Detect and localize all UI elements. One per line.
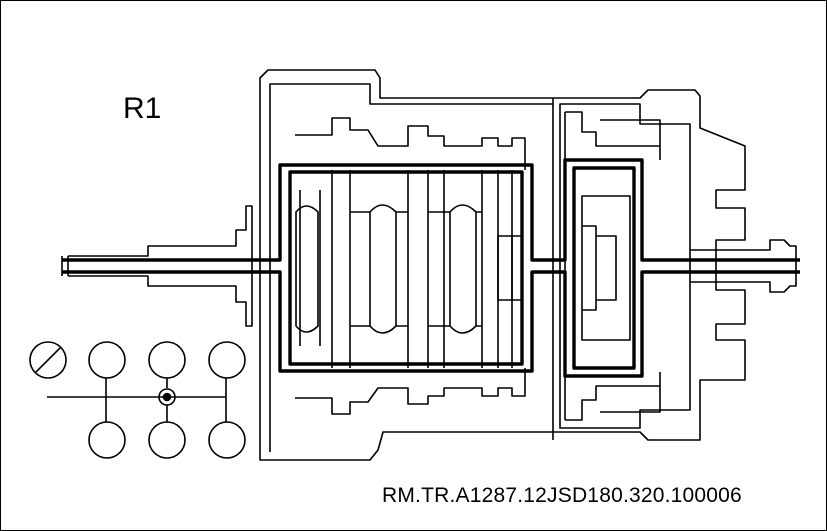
gear-label: R1: [123, 92, 162, 125]
power-flow-path: [62, 158, 800, 378]
front-gearset: [295, 117, 526, 415]
gear-position: [88, 421, 126, 459]
output-shaft: [690, 239, 797, 293]
gear-position: [208, 341, 246, 379]
reference-code: RM.TR.A1287.12JSD180.320.100006: [382, 484, 742, 507]
transmission-housing: [259, 69, 746, 461]
shift-pattern-diagram: [29, 341, 246, 459]
rear-gearset: [564, 111, 661, 421]
gear-position: [148, 421, 186, 459]
selected-position-marker: [158, 388, 176, 406]
gear-position: [208, 421, 246, 459]
input-shaft: [61, 205, 253, 327]
gear-position-neutral: [29, 341, 67, 379]
gear-position: [88, 341, 126, 379]
gear-position: [148, 341, 186, 379]
